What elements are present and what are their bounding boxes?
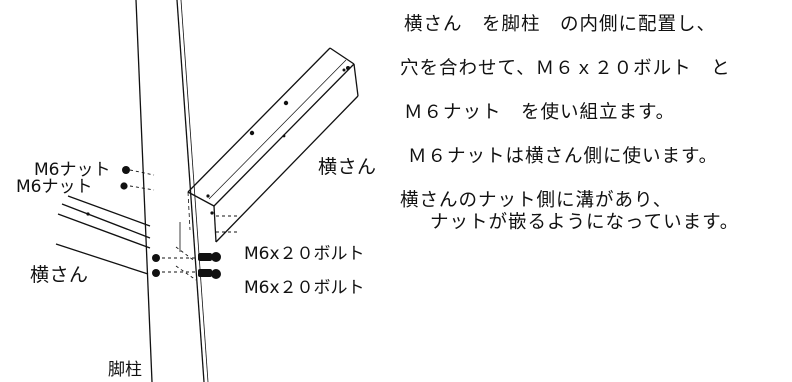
hole-markers [86, 66, 350, 216]
nut-label-lower: M6ナット [16, 177, 93, 197]
bolt-label-lower: M6x２０ボルト [244, 278, 365, 298]
instruction-line-2: 穴を合わせて、Ｍ６ｘ２０ボルト と [400, 58, 731, 79]
rail-label-left: 横さん [30, 264, 89, 286]
instruction-line-6: ナットが嵌るようになっています。 [430, 212, 740, 233]
post-right-edge [176, 0, 205, 382]
post-left-edge [135, 0, 153, 382]
bolt-markers [198, 252, 221, 279]
instruction-line-1: 横さん を脚柱 の内側に配置し、 [404, 14, 717, 35]
rail-label-right: 横さん [318, 156, 377, 178]
post-label: 脚柱 [108, 360, 142, 380]
bolt-label-upper: M6x２０ボルト [244, 244, 365, 264]
instruction-line-5: 横さんのナット側に溝があり、 [400, 190, 673, 211]
instruction-line-4: Ｍ６ナットは横さん側に使います。 [408, 146, 719, 167]
left-crossbar [55, 195, 151, 275]
instruction-line-3: Ｍ６ナット を使い組立ます。 [404, 102, 676, 123]
nut-markers [120, 166, 160, 277]
post-inner-edge [180, 0, 209, 382]
nut-label-upper: M6ナット [34, 160, 111, 180]
